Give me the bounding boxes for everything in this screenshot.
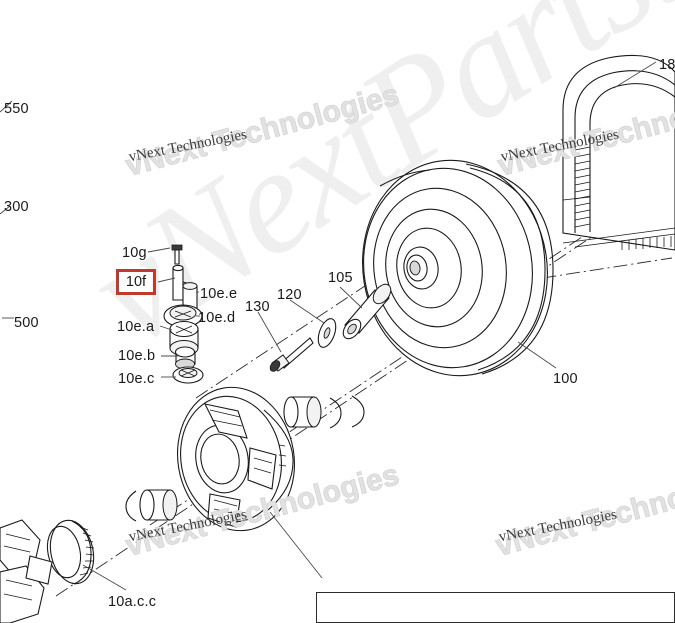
drive-belt	[562, 55, 675, 251]
callout-10e-b: 10e.b	[118, 348, 156, 364]
left-edge-leaders	[0, 100, 14, 319]
pulley-sheave-100	[362, 159, 557, 377]
spider-assembly	[176, 386, 323, 579]
callout-300: 300	[4, 199, 29, 215]
callout-130: 130	[245, 299, 270, 315]
callout-10e-a: 10e.a	[117, 319, 155, 335]
callout-10g: 10g	[122, 245, 147, 261]
highlighted-part-number-10f[interactable]: 10f	[116, 269, 156, 295]
callout-120: 120	[277, 287, 302, 303]
washer-120	[289, 299, 337, 348]
callout-100: 100	[553, 371, 578, 387]
callout-180: 180	[659, 57, 675, 73]
toothed-ring-10acc	[46, 519, 127, 591]
left-cropped-mechanism	[0, 519, 53, 623]
bushing-105	[339, 283, 392, 340]
sleeve-and-snap-rings	[283, 395, 365, 429]
callout-10e-c: 10e.c	[118, 371, 155, 387]
callout-550: 550	[4, 101, 29, 117]
callout-10a-c-c: 10a.c.c	[108, 594, 157, 610]
title-block	[316, 592, 675, 623]
callout-105: 105	[328, 270, 353, 286]
callout-500: 500	[14, 315, 39, 331]
bolt-130	[257, 311, 314, 372]
callout-10e-e: 10e.e	[200, 286, 238, 302]
highlight-label: 10f	[125, 274, 147, 290]
small-parts-stack	[147, 244, 204, 384]
callout-10e-d: 10e.d	[198, 310, 236, 326]
lower-sleeve-rings	[125, 489, 178, 522]
